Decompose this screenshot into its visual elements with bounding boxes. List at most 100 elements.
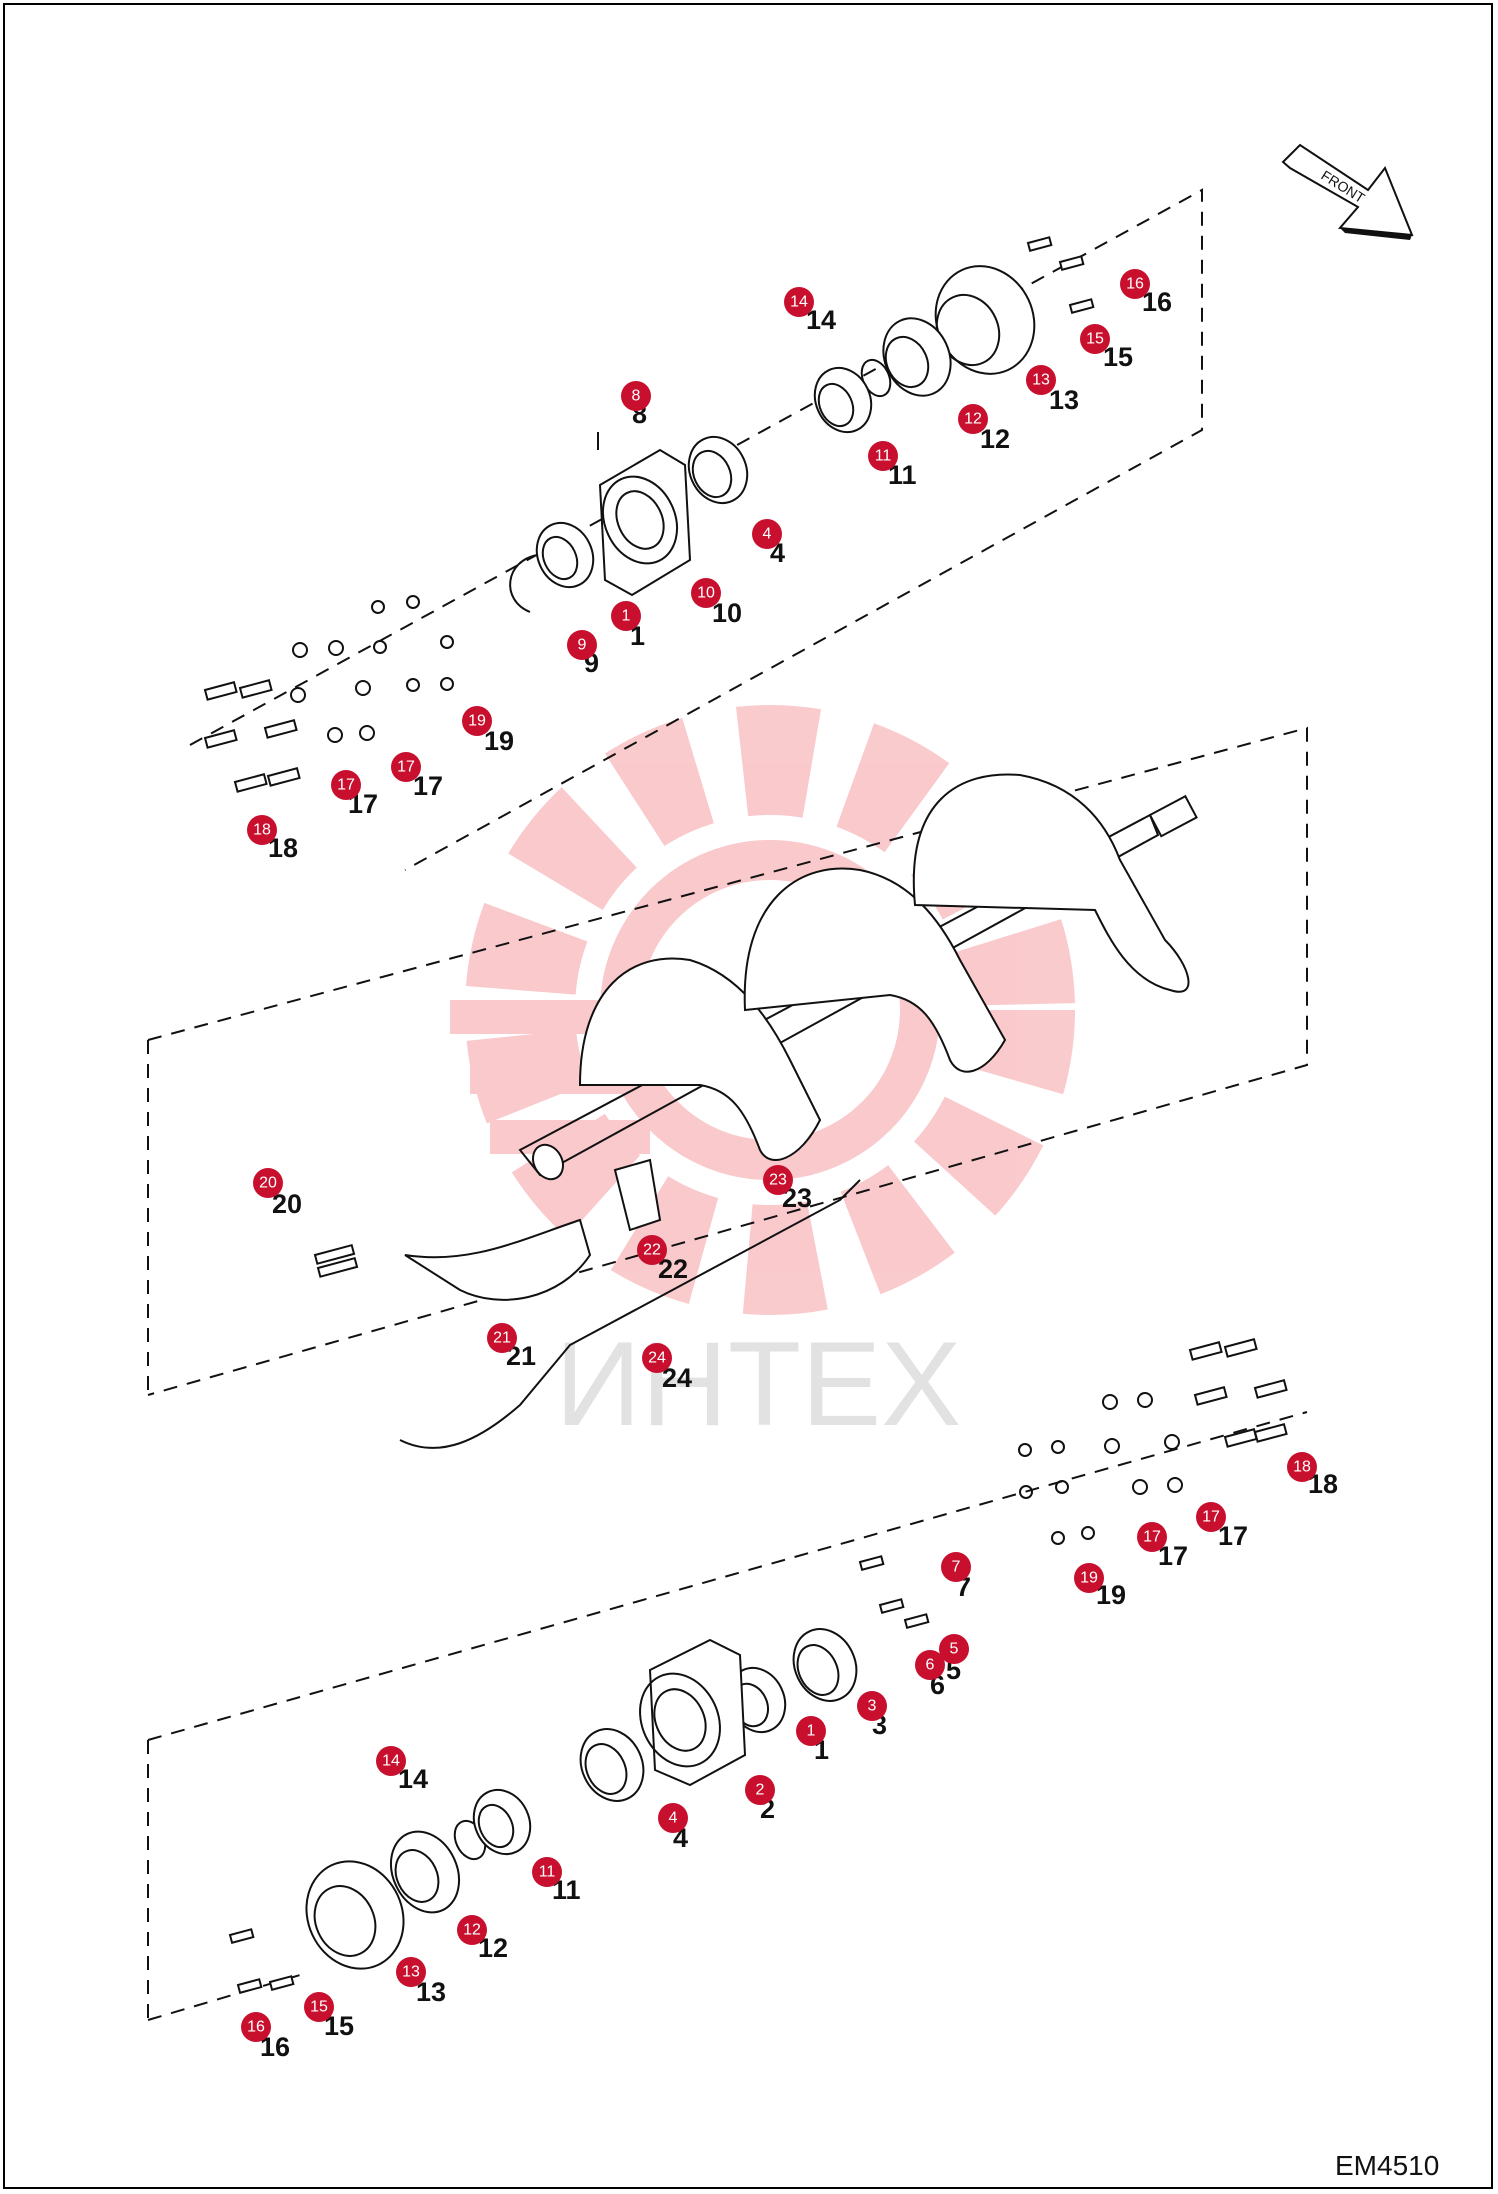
callout-badge-label: 19 (1080, 1570, 1098, 1587)
callout-badge (457, 1915, 487, 1945)
callout-badge (462, 706, 492, 736)
callout-badge (857, 1691, 887, 1721)
callout-badge-label: 4 (763, 526, 772, 543)
diagram-frame (3, 3, 1493, 2189)
callout-badge (1074, 1563, 1104, 1593)
callout-badge (752, 519, 782, 549)
callout-badge (304, 1992, 334, 2022)
callout-badge (915, 1650, 945, 1680)
lower-bearing-assembly (305, 1628, 858, 1970)
callout-badge-label: 17 (337, 777, 355, 794)
callout-badge-label: 7 (952, 1559, 961, 1576)
callout-badge-label: 12 (463, 1922, 481, 1939)
callout-badge (1026, 365, 1056, 395)
callout-badge (1080, 324, 1110, 354)
callout-badge-label: 18 (1293, 1459, 1311, 1476)
callout-badge (868, 441, 898, 471)
callout-badge-label: 13 (1032, 372, 1050, 389)
callout-badge (611, 601, 641, 631)
callout-badge-label: 19 (468, 713, 486, 730)
callout-badge-label: 1 (622, 608, 631, 625)
callout-badge-label: 17 (1143, 1529, 1161, 1546)
callout-c5: 55 (939, 1634, 969, 1685)
callout-badge (763, 1165, 793, 1195)
callout-badge-label: 5 (950, 1641, 959, 1658)
callout-badge-label: 16 (247, 2019, 265, 2036)
callout-badge-label: 15 (1086, 331, 1104, 348)
callout-badge (796, 1716, 826, 1746)
callout-badge-label: 13 (402, 1964, 420, 1981)
reference-code: EM4510 (1335, 2150, 1439, 2181)
callout-badge (376, 1746, 406, 1776)
callout-badge (1287, 1452, 1317, 1482)
callout-c1a: 11 (611, 601, 645, 651)
callout-badge-label: 16 (1126, 276, 1144, 293)
callout-badge (487, 1323, 517, 1353)
callout-badge-label: 22 (643, 1242, 661, 1259)
callout-number: 17 (1218, 1521, 1248, 1551)
callout-badge-label: 12 (964, 411, 982, 428)
callout-badge-label: 24 (648, 1350, 666, 1367)
callout-badge (745, 1775, 775, 1805)
callout-badge-label: 20 (259, 1175, 277, 1192)
callout-c8a: 88 (621, 381, 651, 429)
callout-badge-label: 21 (493, 1330, 511, 1347)
callout-badge (941, 1552, 971, 1582)
callout-badge-label: 4 (669, 1810, 678, 1827)
auger-end-parts (313, 1158, 861, 1449)
callout-badge-label: 23 (769, 1172, 787, 1189)
callout-badge (642, 1343, 672, 1373)
callout-badge (391, 752, 421, 782)
callout-number: 13 (1049, 385, 1079, 415)
callout-badge-label: 11 (539, 1864, 556, 1881)
callout-badge (958, 404, 988, 434)
callout-badge (658, 1803, 688, 1833)
callout-badge (784, 287, 814, 317)
front-arrow-icon: FRONT (1281, 143, 1414, 240)
callout-c7: 77 (941, 1552, 971, 1602)
callout-badge-label: 6 (926, 1657, 935, 1674)
watermark-text: ИНТЕХ (555, 1317, 961, 1451)
callout-badge-label: 14 (382, 1753, 400, 1770)
auger-flighting (518, 773, 1198, 1181)
callout-c4b: 44 (658, 1803, 688, 1853)
callout-badge (241, 2012, 271, 2042)
callout-badge (621, 381, 651, 411)
callout-badge-label: 14 (790, 294, 808, 311)
callout-badge-label: 8 (632, 388, 641, 405)
callout-badge-label: 10 (697, 585, 715, 602)
callout-badge-label: 1 (807, 1723, 816, 1740)
callout-badge (567, 630, 597, 660)
callout-badge (396, 1957, 426, 1987)
callout-badge-label: 18 (253, 822, 271, 839)
callout-badge-label: 11 (875, 448, 892, 465)
callout-c2: 22 (745, 1775, 775, 1824)
callout-c4a: 44 (752, 519, 785, 568)
callout-badge (939, 1634, 969, 1664)
callout-number: 15 (1103, 342, 1133, 372)
